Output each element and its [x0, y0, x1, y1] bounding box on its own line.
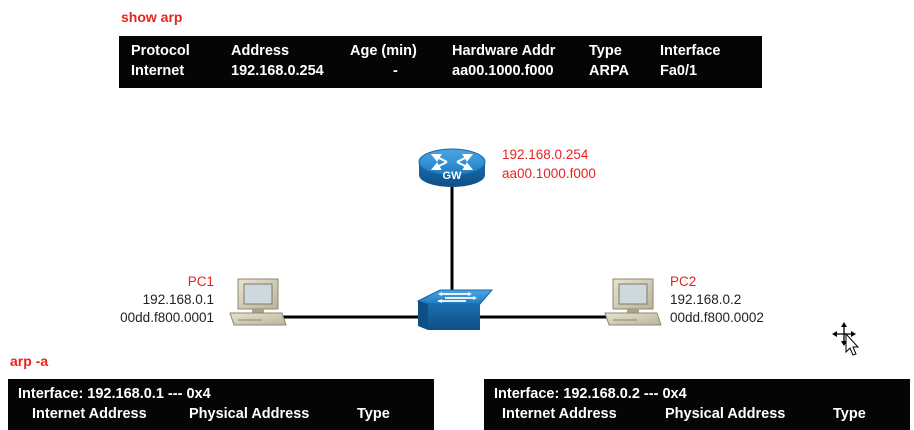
pc1-name: PC1 — [187, 274, 214, 289]
gateway-address-info: 192.168.0.254 aa00.1000.f000 — [502, 145, 596, 183]
arp-a-command-label: arp -a — [10, 353, 49, 369]
pc1-computer-icon[interactable] — [229, 278, 287, 326]
header-type: Type — [589, 43, 622, 59]
row-age: - — [393, 63, 398, 79]
row-protocol: Internet — [131, 63, 185, 79]
move-cursor-icon — [832, 322, 860, 356]
pc2-header-internet-address: Internet Address — [502, 406, 617, 422]
gateway-mac: aa00.1000.f000 — [502, 166, 596, 181]
pc2-header-type: Type — [833, 406, 866, 422]
pc2-mac: 00dd.f800.0002 — [670, 310, 764, 325]
pc2-computer-icon[interactable] — [604, 278, 662, 326]
pc1-info: PC1 192.168.0.1 00dd.f800.0001 — [100, 273, 214, 327]
header-address: Address — [231, 43, 290, 59]
router-icon[interactable] — [418, 148, 486, 187]
pc2-ip: 192.168.0.2 — [670, 292, 742, 307]
pc2-name: PC2 — [670, 274, 697, 289]
header-protocol: Protocol — [131, 43, 190, 59]
pc2-info: PC2 192.168.0.2 00dd.f800.0002 — [670, 273, 810, 327]
pc1-header-physical-address: Physical Address — [189, 406, 310, 422]
row-address: 192.168.0.254 — [231, 63, 324, 79]
pc1-arp-output: Interface: 192.168.0.1 --- 0x4 Internet … — [8, 379, 434, 430]
pc2-header-physical-address: Physical Address — [665, 406, 786, 422]
pc1-ip: 192.168.0.1 — [142, 292, 214, 307]
gateway-ip: 192.168.0.254 — [502, 147, 589, 162]
show-arp-command-label: show arp — [121, 9, 183, 25]
pc1-header-internet-address: Internet Address — [32, 406, 147, 422]
header-age: Age (min) — [350, 43, 417, 59]
show-arp-output: Protocol Address Age (min) Hardware Addr… — [119, 36, 762, 88]
header-hardware-addr: Hardware Addr — [452, 43, 556, 59]
pc2-arp-output: Interface: 192.168.0.2 --- 0x4 Internet … — [484, 379, 910, 430]
row-interface: Fa0/1 — [660, 63, 698, 79]
switch-icon[interactable] — [416, 289, 494, 330]
row-type: ARPA — [589, 63, 630, 79]
pc1-mac: 00dd.f800.0001 — [120, 310, 214, 325]
pc2-interface-line: Interface: 192.168.0.2 --- 0x4 — [494, 386, 687, 402]
header-interface: Interface — [660, 43, 721, 59]
gateway-label: GW — [442, 170, 462, 182]
row-hardware-addr: aa00.1000.f000 — [452, 63, 554, 79]
pc1-header-type: Type — [357, 406, 390, 422]
pc1-interface-line: Interface: 192.168.0.1 --- 0x4 — [18, 386, 211, 402]
